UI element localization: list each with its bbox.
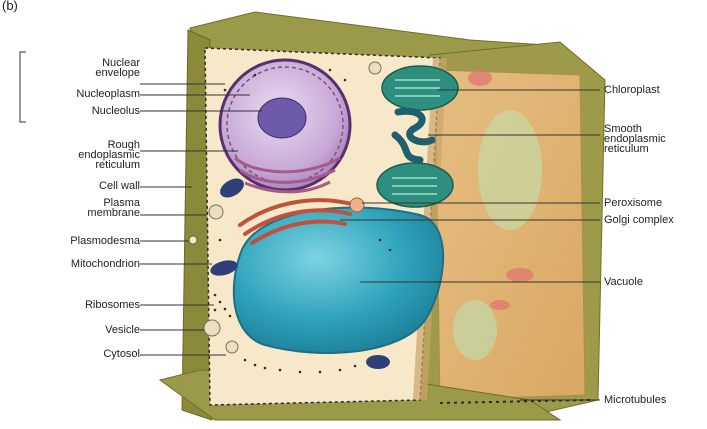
label-line: envelope	[95, 68, 140, 78]
label-peroxisome: Peroxisome	[604, 198, 662, 208]
side-spot	[490, 300, 510, 310]
peroxisome	[350, 198, 364, 212]
label-vesicle: Vesicle	[105, 325, 140, 335]
side-organelle	[453, 300, 497, 360]
label-rough-er: Rough endoplasmic reticulum	[78, 140, 140, 170]
label-microtubules: Microtubules	[604, 395, 666, 405]
label-line: reticulum	[78, 160, 140, 170]
nucleus-bracket	[20, 52, 26, 122]
label-vacuole: Vacuole	[604, 277, 643, 287]
label-plasma-membrane: Plasma membrane	[87, 198, 140, 218]
side-spot	[506, 268, 534, 282]
vesicle	[369, 62, 381, 74]
vesicle	[209, 205, 223, 219]
label-nucleoplasm: Nucleoplasm	[76, 89, 140, 99]
side-spot	[468, 70, 492, 86]
vesicle	[204, 320, 220, 336]
label-chloroplast: Chloroplast	[604, 85, 660, 95]
label-nuclear-envelope: Nuclear envelope	[95, 58, 140, 78]
label-line: reticulum	[604, 144, 666, 154]
plasmodesma	[189, 236, 197, 244]
label-line: membrane	[87, 208, 140, 218]
vacuole	[234, 208, 443, 353]
vesicle	[226, 341, 238, 353]
nucleolus	[258, 98, 306, 138]
label-plasmodesma: Plasmodesma	[70, 236, 140, 246]
label-ribosomes: Ribosomes	[85, 300, 140, 310]
chloroplast	[377, 163, 453, 207]
label-nucleolus: Nucleolus	[92, 106, 140, 116]
label-cell-wall: Cell wall	[99, 181, 140, 191]
label-cytosol: Cytosol	[103, 349, 140, 359]
side-vacuole	[478, 110, 542, 230]
mitochondrion	[366, 355, 390, 369]
label-mitochondrion: Mitochondrion	[71, 259, 140, 269]
label-golgi-complex: Golgi complex	[604, 215, 674, 225]
label-smooth-er: Smooth endoplasmic reticulum	[604, 124, 666, 154]
